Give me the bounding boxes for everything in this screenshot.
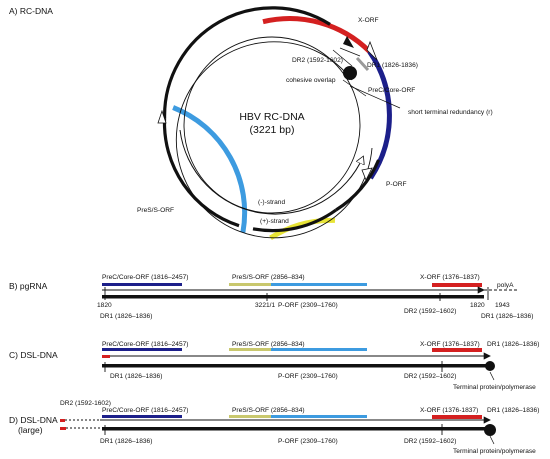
circle-short-redundancy-label: short terminal redundancy (r) <box>408 109 493 116</box>
circle-title: HBV RC-DNA <box>239 111 304 123</box>
dsl-large-pres-label: PreS/S-ORF (2856–834) <box>232 407 305 414</box>
circle-precore-label: PreC/Core-ORF <box>368 87 415 94</box>
section-c-label: C) DSL-DNA <box>9 350 58 360</box>
pgrna-dr1-left: DR1 (1826–1836) <box>100 313 152 320</box>
pres-orf-arc <box>172 105 248 233</box>
x-orf-arc <box>262 16 372 54</box>
dsl-pres-label: PreS/S-ORF (2856–834) <box>232 341 305 348</box>
dsl-porf-label: P-ORF (2309–1760) <box>278 373 338 380</box>
circle-cohesive-label: cohesive overlap <box>286 77 336 84</box>
dsl-dr2-label: DR2 (1592–1602) <box>404 373 456 380</box>
pgrna-dr2-label: DR2 (1592–1602) <box>404 308 456 315</box>
dsl-large-orf-bars <box>102 415 482 419</box>
dsl-large-strands <box>60 416 496 445</box>
gray-segment <box>355 56 370 72</box>
circle-x-orf-label: X-ORF <box>358 17 379 24</box>
cohesive-overlap-dot <box>343 66 357 80</box>
dsl-large-precore-label: PreC/Core-ORF (1816–2457) <box>102 407 189 414</box>
circle-size: (3221 bp) <box>250 124 295 136</box>
circle-dr1-label: DR1 (1826-1836) <box>367 62 418 69</box>
dsl-large-terminal-label: Terminal protein/polymerase <box>453 448 536 455</box>
dsl-large-dr2-top: DR2 (1592-1602) <box>60 400 111 407</box>
minus-strand-circle <box>183 36 361 214</box>
minus-strand-arrowhead <box>343 36 354 48</box>
section-d-label: D) DSL-DNA <box>9 415 58 425</box>
pgrna-pres-label: PreS/S-ORF (2856–834) <box>232 274 305 281</box>
pgrna-dr1-right: DR1 (1826–1836) <box>481 313 533 320</box>
plus-strand-arc <box>175 41 373 239</box>
dsl-dr1-right: DR1 (1826–1836) <box>487 341 539 348</box>
pgrna-precore-label: PreC/Core-ORF (1816–2457) <box>102 274 189 281</box>
dsl-dr1-left: DR1 (1826–1836) <box>110 373 162 380</box>
precore-orf-arc <box>367 49 392 180</box>
dsl-large-terminal-protein-dot <box>484 424 496 436</box>
pgrna-polya-label: polyA <box>497 282 514 289</box>
dsl-large-dr2-label: DR2 (1592–1602) <box>404 438 456 445</box>
circle-dr2-label: DR2 (1592-1602) <box>292 57 343 64</box>
circle-minus-strand-label: (-)-strand <box>258 199 285 206</box>
black-ring <box>162 6 381 233</box>
pgrna-junction: 3221/1 <box>255 302 276 309</box>
dsl-large-dr1-left: DR1 (1826–1836) <box>100 438 152 445</box>
p-orf-arrowhead <box>361 167 373 181</box>
pgrna-1820-left: 1820 <box>97 302 112 309</box>
pgrna-strand <box>102 286 518 301</box>
dsl-terminal-label: Terminal protein/polymerase <box>453 384 536 391</box>
circle-p-orf-label: P-ORF <box>386 181 407 188</box>
p-orf-arc <box>179 129 363 215</box>
section-d-sublabel: (large) <box>18 425 43 435</box>
dsl-large-porf-label: P-ORF (2309–1760) <box>278 438 338 445</box>
pgrna-1820-right: 1820 <box>470 302 485 309</box>
dsl-large-dr1-right: DR1 (1826–1836) <box>487 407 539 414</box>
circle-pres-label: PreS/S-ORF <box>137 207 174 214</box>
dsl-orf-bars <box>102 348 482 352</box>
pgrna-xorf-label: X-ORF (1376–1837) <box>420 274 480 281</box>
dsl-xorf-label: X-ORF (1376–1837) <box>420 341 480 348</box>
dsl-large-xorf-label: X-ORF (1376-1837) <box>420 407 478 414</box>
pres-orf-arrowhead <box>157 109 167 124</box>
dsl-precore-label: PreC/Core-ORF (1816–2457) <box>102 341 189 348</box>
section-b-label: B) pgRNA <box>9 281 48 291</box>
dsl-terminal-protein-dot <box>485 361 495 371</box>
pgrna-porf-label: P-ORF (2309–1760) <box>278 302 338 309</box>
dsl-strands <box>102 352 495 381</box>
circle-plus-strand-label: (+)-strand <box>260 218 289 225</box>
section-a-label: A) RC-DNA <box>9 6 53 16</box>
pgrna-orf-bars <box>102 283 482 287</box>
x-orf-arrowhead <box>366 40 378 61</box>
pgrna-1943: 1943 <box>495 302 510 309</box>
